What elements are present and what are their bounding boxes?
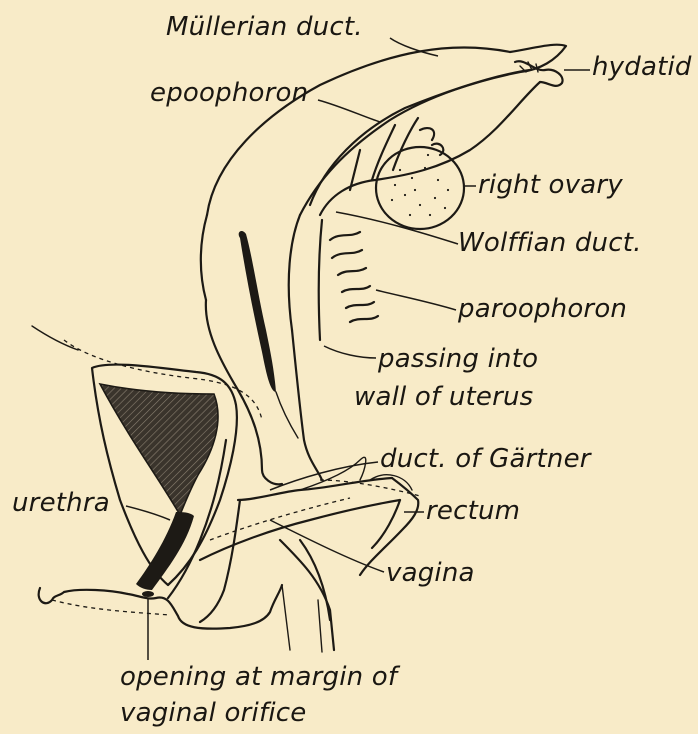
leader-passing [324, 346, 376, 358]
leader-urethra [126, 506, 170, 520]
label-paroophoron: paroophoron [458, 296, 627, 322]
label-epoophoron: epoophoron [150, 80, 308, 106]
label-duct-of-gartner: duct. of Gärtner [380, 446, 591, 472]
label-mullerian-duct: Müllerian duct. [166, 14, 363, 40]
leader-wolffian [336, 212, 458, 244]
label-wolffian-duct: Wolffian duct. [458, 230, 642, 256]
label-opening-1: opening at margin of [120, 664, 397, 690]
label-right-ovary: right ovary [478, 172, 623, 198]
label-passing-into-1: passing into [378, 346, 538, 372]
label-urethra: urethra [12, 490, 110, 516]
urethra-tract [136, 512, 194, 590]
opening-dot [142, 591, 154, 597]
label-opening-2: vaginal orifice [120, 700, 306, 726]
label-vagina: vagina [386, 560, 475, 586]
uterine-cavity [239, 231, 276, 392]
right-ovary-shape [376, 147, 464, 229]
leader-paroophoron [376, 290, 456, 310]
label-passing-into-2: wall of uterus [354, 384, 533, 410]
uterus-outline [206, 300, 282, 484]
vagina-outline [238, 478, 392, 500]
leader-epoophoron [318, 100, 380, 122]
perineum-outline [39, 585, 282, 629]
paroophoron-shape [330, 232, 378, 322]
label-hydatid: hydatid [592, 54, 692, 80]
label-rectum: rectum [426, 498, 520, 524]
